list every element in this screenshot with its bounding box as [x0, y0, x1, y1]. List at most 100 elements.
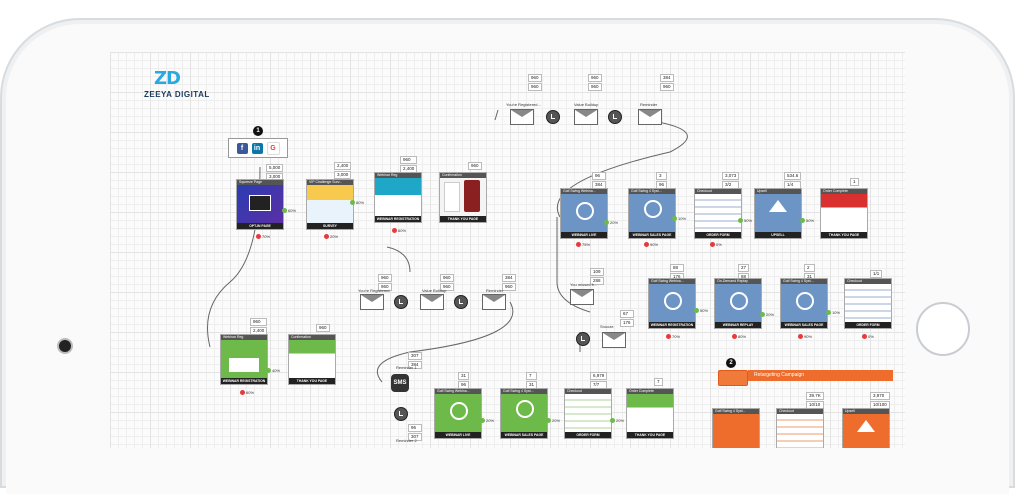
page-header: Checkout	[695, 189, 741, 194]
page-caption: THANK YOU PAGE	[289, 378, 335, 384]
step-two-badge: 2	[726, 358, 736, 368]
page-node-webinar-live[interactable]: Golf Swing Webina... WEBINAR LIVE	[560, 188, 608, 239]
page-node-retarget-upsell[interactable]: Upsell	[842, 408, 890, 448]
conversion-pct: 60%	[282, 208, 296, 214]
page-node-webinar-sales[interactable]: Golf Swing 4 Syst... WEBINAR SALES PAGE	[628, 188, 676, 239]
conversion-pct: 40%	[266, 368, 280, 374]
page-caption: THANK YOU PAGE	[440, 216, 486, 222]
email-icon[interactable]	[602, 332, 626, 348]
page-node-survey[interactable]: VIP Challenge Surv... SURVEY	[306, 179, 354, 230]
page-caption: ORDER FORM	[695, 232, 741, 238]
conversion-pct: 20%	[760, 312, 774, 318]
page-node-retarget-order[interactable]: Checkout	[776, 408, 824, 448]
camera-icon	[59, 340, 71, 352]
page-caption: WEBINAR REPLAY	[715, 322, 761, 328]
page-thumbnail	[565, 394, 611, 432]
retargeting-trigger-icon[interactable]	[718, 370, 748, 386]
page-node-order-form[interactable]: Checkout ORDER FORM	[694, 188, 742, 239]
step-one-badge: 1	[253, 126, 263, 136]
timer-icon[interactable]	[394, 407, 408, 421]
dropoff-pct: 70%	[666, 334, 680, 340]
email-icon[interactable]	[482, 294, 506, 310]
page-node-optin[interactable]: Squeeze Page OPT-IN PAGE	[236, 179, 284, 230]
email-stats: 384 960	[502, 274, 516, 292]
page-node-webinar-sales-2[interactable]: Golf Swing 4 Syst... WEBINAR SALES PAGE	[780, 278, 828, 329]
dropoff-pct: 75%	[576, 242, 590, 248]
page-thumbnail	[221, 340, 267, 378]
timer-icon[interactable]	[608, 110, 622, 124]
page-thumbnail	[777, 414, 823, 448]
page-header: Order Complete	[821, 189, 867, 194]
conversion-pct: 50%	[800, 218, 814, 224]
timer-icon[interactable]	[454, 295, 468, 309]
dropoff-pct: 90%	[644, 242, 658, 248]
page-caption: WEBINAR REGISTRATION	[221, 378, 267, 384]
sms-icon[interactable]: SMS	[391, 374, 409, 392]
page-caption: THANK YOU PAGE	[627, 432, 673, 438]
email-icon[interactable]	[638, 109, 662, 125]
page-thumbnail	[289, 340, 335, 378]
page-thumbnail	[755, 194, 801, 232]
email-label: You're Registered	[358, 288, 390, 293]
page-node-thank-you-green-2[interactable]: Order Complete THANK YOU PAGE	[626, 388, 674, 439]
dropoff-pct: 20%	[324, 234, 338, 240]
conversion-pct: 10%	[826, 310, 840, 316]
page-node-webinar-registration[interactable]: Webinar Reg WEBINAR REGISTRATION	[374, 172, 422, 223]
retargeting-campaign-banner[interactable]: Retargeting Campaign	[748, 370, 893, 381]
sms-reminder-label: Reminder 2	[396, 438, 417, 443]
funnel-canvas[interactable]: ZD ZEEYA DIGITAL 1 f in G 5,000 3,000 Sq…	[110, 52, 905, 448]
email-label: Snooze	[600, 324, 614, 329]
page-node-webinar-live-2[interactable]: Golf Swing Webina... WEBINAR REGISTRATIO…	[648, 278, 696, 329]
email-label: Value Buildup	[422, 288, 447, 293]
email-label: You missed it...	[570, 282, 597, 287]
page-caption: WEBINAR SALES PAGE	[501, 432, 547, 438]
page-node-thank-you-green[interactable]: Confirmation THANK YOU PAGE	[288, 334, 336, 385]
page-caption: WEBINAR REGISTRATION	[649, 322, 695, 328]
email-icon[interactable]	[360, 294, 384, 310]
dropoff-pct: 60%	[240, 390, 254, 396]
conversion-pct: 10%	[672, 216, 686, 222]
page-node-webinar-sales-green[interactable]: Golf Swing 4 Syst... WEBINAR SALES PAGE	[500, 388, 548, 439]
page-caption: WEBINAR SALES PAGE	[781, 322, 827, 328]
email-label: Value Buildup	[574, 102, 599, 107]
sms-reminder-label: Reminder 1	[396, 365, 417, 370]
email-icon[interactable]	[570, 289, 594, 305]
page-stats: 1	[850, 178, 859, 187]
page-header: Order Complete	[627, 389, 673, 394]
email-icon[interactable]	[420, 294, 444, 310]
linkedin-icon: in	[251, 142, 263, 154]
page-node-thank-you-order[interactable]: Order Complete THANK YOU PAGE	[820, 188, 868, 239]
page-header: Golf Swing 4 Syst...	[629, 189, 675, 194]
page-node-retarget-sales[interactable]: Golf Swing 4 Syst...	[712, 408, 760, 448]
dropoff-pct: 80%	[732, 334, 746, 340]
page-caption: OPT-IN PAGE	[237, 223, 283, 229]
traffic-sources: f in G	[228, 138, 288, 158]
page-header: On-Demand Replay	[715, 279, 761, 284]
email-icon[interactable]	[510, 109, 534, 125]
conversion-pct: 50%	[694, 308, 708, 314]
timer-icon[interactable]	[546, 110, 560, 124]
conversion-pct: 20%	[480, 418, 494, 424]
timer-icon[interactable]	[394, 295, 408, 309]
page-thumbnail	[501, 394, 547, 432]
page-header: Golf Swing Webina...	[435, 389, 481, 394]
page-node-order-form-2[interactable]: Checkout ORDER FORM	[844, 278, 892, 329]
page-node-thank-you[interactable]: Confirmation THANK YOU PAGE	[439, 172, 487, 223]
email-icon[interactable]	[574, 109, 598, 125]
page-node-webinar-registration-green[interactable]: Webinar Reg WEBINAR REGISTRATION	[220, 334, 268, 385]
page-header: Checkout	[565, 389, 611, 394]
page-caption: WEBINAR SALES PAGE	[629, 232, 675, 238]
page-stats: 1/1	[870, 270, 883, 279]
page-node-upsell[interactable]: Upsell UPSELL	[754, 188, 802, 239]
page-header: VIP Challenge Surv...	[307, 180, 353, 185]
page-node-order-form-green[interactable]: Checkout ORDER FORM	[564, 388, 612, 439]
page-caption: UPSELL	[755, 232, 801, 238]
logo-name: ZEEYA DIGITAL	[144, 90, 210, 99]
page-header: Webinar Reg	[221, 335, 267, 340]
page-thumbnail	[561, 194, 607, 232]
page-node-webinar-replay[interactable]: On-Demand Replay WEBINAR REPLAY	[714, 278, 762, 329]
page-header: Golf Swing Webina...	[561, 189, 607, 194]
page-header: Confirmation	[289, 335, 335, 340]
page-node-webinar-live-green[interactable]: Golf Swing Webina... WEBINAR LIVE	[434, 388, 482, 439]
timer-icon[interactable]	[576, 332, 590, 346]
